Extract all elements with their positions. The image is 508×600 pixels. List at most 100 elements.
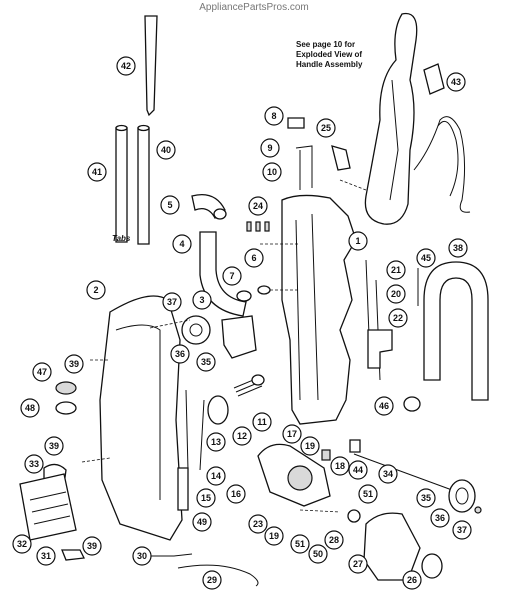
- svg-text:51: 51: [363, 489, 373, 499]
- svg-text:18: 18: [335, 461, 345, 471]
- callout-19-lower: 19: [264, 526, 284, 546]
- svg-text:27: 27: [353, 559, 363, 569]
- svg-text:11: 11: [257, 417, 267, 427]
- callout-19-upper: 19: [300, 436, 320, 456]
- svg-text:13: 13: [211, 437, 221, 447]
- callout-16: 16: [226, 484, 246, 504]
- handle-assembly-note: See page 10 for Exploded View of Handle …: [296, 40, 406, 70]
- callout-7: 7: [222, 266, 242, 286]
- callout-29: 29: [202, 570, 222, 590]
- bracket-part: [367, 329, 393, 369]
- svg-text:40: 40: [161, 145, 171, 155]
- screw-part-37: [474, 506, 482, 514]
- callout-30: 30: [132, 546, 152, 566]
- svg-text:38: 38: [453, 243, 463, 253]
- svg-text:48: 48: [25, 403, 35, 413]
- hose-ring-part: [403, 396, 421, 412]
- callout-22: 22: [388, 308, 408, 328]
- svg-text:39: 39: [49, 441, 59, 451]
- front-wheel-part: [421, 553, 443, 579]
- callout-44: 44: [348, 460, 368, 480]
- svg-text:49: 49: [197, 517, 207, 527]
- callout-50: 50: [308, 544, 328, 564]
- svg-text:37: 37: [457, 525, 467, 535]
- svg-text:25: 25: [321, 123, 331, 133]
- belt-part-13: [207, 395, 229, 425]
- callout-51-upper: 51: [358, 484, 378, 504]
- callout-2: 2: [86, 280, 106, 300]
- extension-wand-right: [137, 127, 150, 245]
- svg-text:19: 19: [305, 441, 315, 451]
- svg-text:23: 23: [253, 519, 263, 529]
- svg-text:39: 39: [87, 541, 97, 551]
- callout-6: 6: [244, 248, 264, 268]
- callout-9: 9: [260, 138, 280, 158]
- svg-text:21: 21: [391, 265, 401, 275]
- svg-text:4: 4: [179, 239, 184, 249]
- callout-34: 34: [378, 464, 398, 484]
- main-body-housing: [281, 194, 357, 425]
- brushroll-cover-part: [363, 512, 421, 581]
- callout-12: 12: [232, 426, 252, 446]
- callout-5: 5: [160, 195, 180, 215]
- callout-33: 33: [24, 454, 44, 474]
- callout-4: 4: [172, 234, 192, 254]
- small-part-18: [321, 449, 331, 461]
- svg-text:20: 20: [391, 289, 401, 299]
- gasket-ring-part: [55, 401, 77, 415]
- callout-42: 42: [116, 56, 136, 76]
- svg-text:16: 16: [231, 489, 241, 499]
- callout-48: 48: [20, 398, 40, 418]
- svg-text:47: 47: [37, 367, 47, 377]
- callout-10: 10: [262, 162, 282, 182]
- svg-text:28: 28: [329, 535, 339, 545]
- svg-text:35: 35: [421, 493, 431, 503]
- callout-21: 21: [386, 260, 406, 280]
- svg-text:6: 6: [251, 253, 256, 263]
- callout-36-upper: 36: [170, 344, 190, 364]
- note-line-3: Handle Assembly: [296, 60, 363, 69]
- svg-text:1: 1: [355, 236, 360, 246]
- svg-text:35: 35: [201, 357, 211, 367]
- tabs-label: Tabs: [112, 234, 131, 243]
- latch-part: [287, 117, 305, 129]
- svg-text:8: 8: [271, 111, 276, 121]
- filter-chamber-part: [221, 315, 257, 359]
- callout-37-upper: 37: [162, 292, 182, 312]
- callout-47: 47: [32, 362, 52, 382]
- crevice-tool-part: [144, 15, 158, 117]
- svg-text:32: 32: [17, 539, 27, 549]
- callout-32: 32: [12, 534, 32, 554]
- screws-part-24: [246, 221, 270, 232]
- svg-text:15: 15: [201, 493, 211, 503]
- callout-24: 24: [248, 196, 268, 216]
- svg-text:36: 36: [435, 513, 445, 523]
- callout-39-lower: 39: [82, 536, 102, 556]
- power-cord: [413, 116, 471, 213]
- impeller-part-36: [181, 315, 211, 345]
- washer-part-6: [257, 285, 271, 295]
- svg-text:33: 33: [29, 459, 39, 469]
- svg-text:44: 44: [353, 465, 363, 475]
- svg-text:19: 19: [269, 531, 279, 541]
- pulley-part: [347, 509, 361, 523]
- cable-part-30: [150, 553, 193, 557]
- svg-text:9: 9: [267, 143, 272, 153]
- svg-text:12: 12: [237, 431, 247, 441]
- callout-31: 31: [36, 546, 56, 566]
- svg-text:14: 14: [211, 471, 221, 481]
- wire-part-29: [177, 564, 259, 587]
- callout-17: 17: [282, 424, 302, 444]
- svg-text:37: 37: [167, 297, 177, 307]
- svg-text:22: 22: [393, 313, 403, 323]
- callout-51-lower: 51: [290, 534, 310, 554]
- callout-46: 46: [374, 396, 394, 416]
- extension-wand-left: [115, 127, 128, 243]
- bearing-part-11: [251, 374, 265, 386]
- svg-text:5: 5: [167, 200, 172, 210]
- duct-part-15: [185, 389, 189, 471]
- callout-38: 38: [448, 238, 468, 258]
- callout-27: 27: [348, 554, 368, 574]
- svg-text:2: 2: [93, 285, 98, 295]
